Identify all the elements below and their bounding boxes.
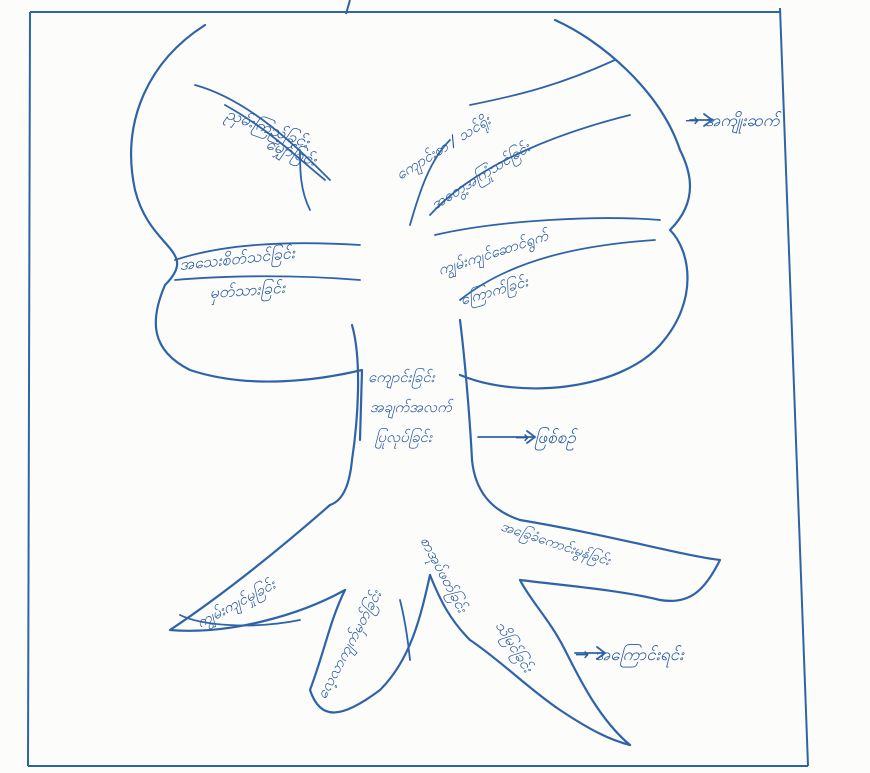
trunk-label-2: အချက်အလက် (370, 398, 454, 419)
canopy-label-middle-right: ကျွမ်းကျင်ဆောင်ရွက် (436, 226, 554, 282)
side-note-bottom-right: → အကြောင်းရင်း (575, 644, 685, 668)
root-left-outer (170, 505, 345, 631)
side-note-top-right: → အကျိုးဆက် (685, 111, 782, 134)
trunk-left-edge (330, 325, 358, 505)
canopy-label-middle-left: အသေးစိတ်သင်ခြင်း (178, 243, 297, 278)
root-right-upper (520, 520, 720, 601)
trunk-right-edge (460, 320, 520, 520)
frame-right-line (780, 8, 808, 766)
trunk-label-3: ပြုလုပ်ခြင်း (375, 428, 433, 449)
side-note-middle-right: → ဖြစ်စဉ် (515, 427, 579, 451)
root-label-right-high: အခြေခံကောင်းမွန်ခြင်း (498, 517, 614, 573)
root-label-right-low: သိမြင်ခြင်း (489, 618, 538, 678)
trunk-label-1: ကျောင်းခြင်း (368, 368, 436, 389)
frame-left-line (28, 12, 30, 766)
canopy-label-middle-left-sub: မှတ်သားခြင်း (209, 278, 287, 306)
